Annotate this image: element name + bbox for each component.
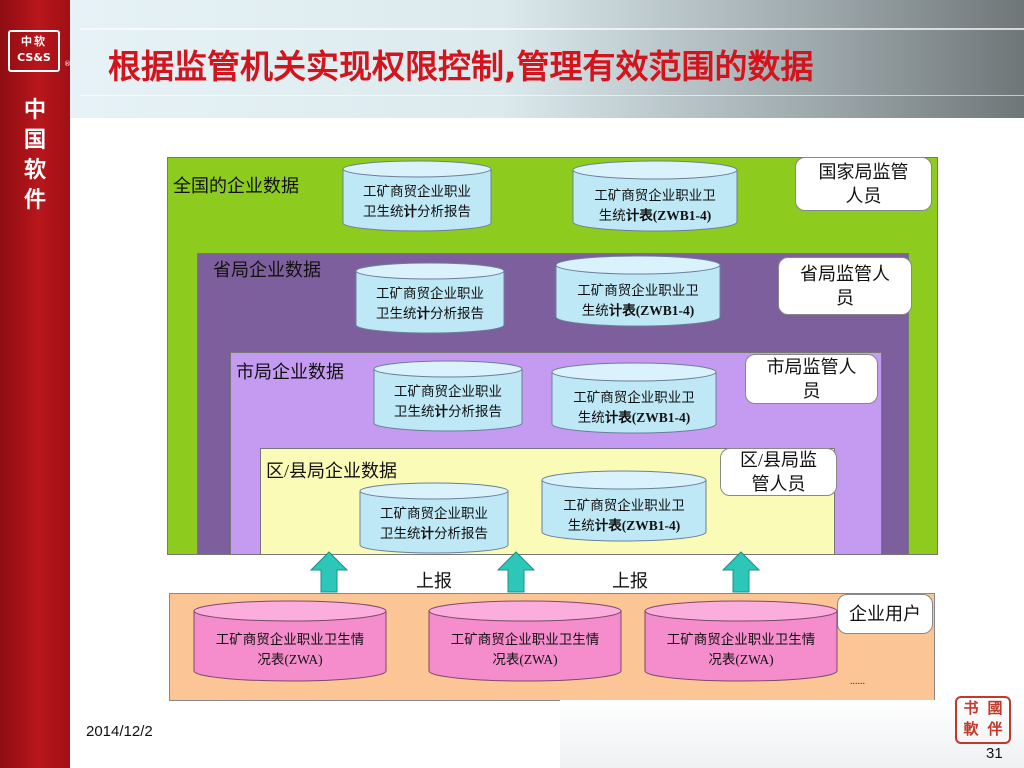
logo-top-text: 中软 [21,35,47,48]
cylinder-label: 工矿商贸企业职业卫生统计表(ZWB1-4) [594,188,716,223]
cylinder-shape [355,262,505,334]
upload-arrow-icon [309,551,349,593]
company-name-char: 中 [23,97,46,123]
cylinder-label: 工矿商贸企业职业卫生情况表(ZWA) [666,632,816,667]
role-text: 人员 [845,186,882,206]
role-text: 省局监管人 [800,264,890,284]
cylinder-label: 工矿商贸企业职业卫生统计分析报告 [380,506,488,541]
slide-title: 根据监管机关实现权限控制,管理有效范围的数据 [108,47,814,86]
enterprise-cylinder: 工矿商贸企业职业卫生情况表(ZWA) [644,600,838,682]
cylinder-label: 工矿商贸企业职业卫生情况表(ZWA) [450,632,600,667]
role-text: 员 [836,288,854,308]
company-name-char: 软 [23,157,46,183]
footer-decoration [560,700,1024,768]
district-supervisor-box: 区/县局监管人员 [720,448,837,496]
enterprise-cylinder: 工矿商贸企业职业卫生情况表(ZWA) [428,600,622,682]
province-supervisor-box: 省局监管人员 [778,257,912,315]
company-name-char: 国 [23,127,46,153]
enterprise-cylinder: 工矿商贸企业职业卫生情况表(ZWA) [193,600,387,682]
cylinder-label: 工矿商贸企业职业卫生统计分析报告 [394,384,502,419]
registered-mark: ® [64,60,71,68]
table-cylinder: 工矿商贸企业职业卫生统计表(ZWB1-4) [541,470,707,542]
report-cylinder: 工矿商贸企业职业卫生统计分析报告 [355,262,505,334]
cylinder-label: 工矿商贸企业职业卫生情况表(ZWA) [215,632,365,667]
slide-date: 2014/12/2 [86,723,153,740]
cylinder-shape [644,600,838,682]
cylinder-shape [193,600,387,682]
enterprise-user-box: 企业用户 [837,594,933,634]
cylinder-label: 工矿商贸企业职业卫生统计表(ZWB1-4) [573,390,695,425]
company-name-vertical: 中 国 软 件 [0,95,70,215]
more-enterprises-ellipsis: ...... [850,676,865,687]
national-layer-label: 全国的企业数据 [173,176,299,196]
report-cylinder: 工矿商贸企业职业卫生统计分析报告 [342,160,492,232]
sidebar [0,0,70,768]
logo-bottom-text: CS&S [17,51,51,64]
cylinder-label: 工矿商贸企业职业卫生统计分析报告 [376,286,484,321]
cylinder-shape [541,470,707,542]
role-text: 区/县局监 [739,450,817,470]
table-cylinder: 工矿商贸企业职业卫生统计表(ZWB1-4) [555,255,721,327]
cylinder-label: 工矿商贸企业职业卫生统计分析报告 [363,184,471,219]
cylinder-label: 工矿商贸企业职业卫生统计表(ZWB1-4) [577,283,699,318]
upload-arrow-icon [721,551,761,593]
upload-arrow-icon [496,551,536,593]
seal-char: 伴 [987,720,1003,738]
district-layer-label: 区/县局企业数据 [266,461,398,481]
cylinder-shape [551,362,717,434]
role-text: 员 [802,381,821,401]
seal-char: 國 [987,699,1003,717]
company-seal-logo: 书國軟伴 [955,696,1011,744]
table-cylinder: 工矿商贸企业职业卫生统计表(ZWB1-4) [551,362,717,434]
company-logo: 中软 CS&S [8,30,60,72]
seal-char: 书 [963,699,979,717]
report-cylinder: 工矿商贸企业职业卫生统计分析报告 [373,360,523,432]
city-layer-label: 市局企业数据 [236,362,344,382]
table-cylinder: 工矿商贸企业职业卫生统计表(ZWB1-4) [572,160,738,232]
cylinder-shape [572,160,738,232]
page-number: 31 [986,745,1003,762]
header-divider [80,28,1024,30]
header-divider [80,95,1024,96]
cylinder-shape [342,160,492,232]
cylinder-label: 工矿商贸企业职业卫生统计表(ZWB1-4) [563,498,685,533]
city-supervisor-box: 市局监管人员 [745,354,878,404]
role-text: 企业用户 [849,604,921,624]
province-layer-label: 省局企业数据 [213,260,321,280]
cylinder-shape [555,255,721,327]
company-name-char: 件 [23,187,46,213]
report-up-label: 上报 [416,571,452,591]
report-cylinder: 工矿商贸企业职业卫生统计分析报告 [359,482,509,554]
cylinder-shape [359,482,509,554]
seal-char: 軟 [963,720,979,738]
cylinder-shape [428,600,622,682]
national-supervisor-box: 国家局监管人员 [795,157,932,211]
role-text: 管人员 [751,474,806,494]
role-text: 国家局监管 [818,162,909,182]
cylinder-shape [373,360,523,432]
report-up-label: 上报 [612,571,648,591]
role-text: 市局监管人 [766,357,857,377]
header-bar [70,0,1024,118]
